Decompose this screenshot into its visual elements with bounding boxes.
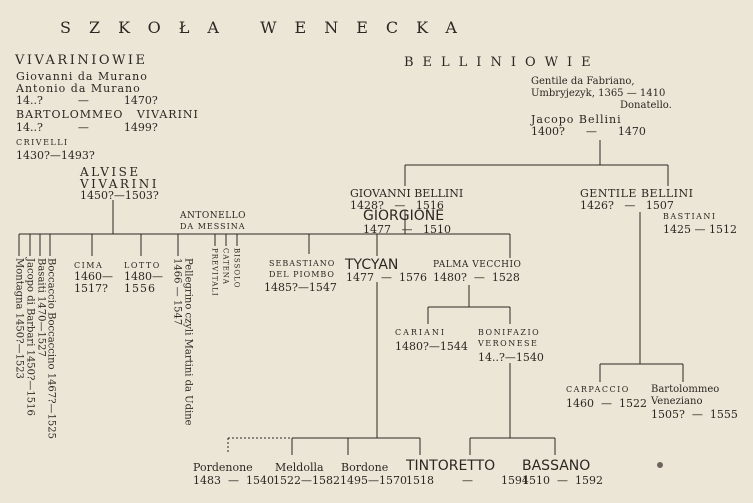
meldolla-dates: 1522—1582	[273, 474, 340, 487]
bordone-dates: 1495—1570	[340, 474, 407, 487]
gentile-bellini-name: GENTILE BELLINI	[580, 187, 694, 200]
carpaccio-name: CARPACCIO	[566, 385, 630, 394]
alvise-line-2: VIVARINI	[80, 177, 159, 191]
alvise-line-1: ALVISE	[80, 165, 141, 179]
cariani-name: CARIANI	[395, 328, 447, 337]
palma-vecchio-name: PALMA VECCHIO	[433, 260, 522, 270]
cima-name: CIMA	[74, 261, 104, 270]
lotto-dates-2: 1556	[124, 282, 156, 295]
giovanni-bellini-name: GIOVANNI BELLINI	[350, 187, 464, 200]
pordenone-name: Pordenone	[193, 461, 253, 474]
vertical-catena: CATENA	[221, 248, 230, 285]
lotto-dates-1: 1480—	[124, 270, 163, 283]
gentile-bellini-dates: 1426? — 1507	[580, 199, 674, 212]
tycyan-name: TYCYAN	[345, 257, 399, 273]
pellegrino-dates: 1466 — 1547	[171, 258, 183, 326]
sebastiano-line-1: SEBASTIANO	[269, 259, 336, 268]
tintoretto-dates: 1518 — 1594	[406, 474, 529, 487]
vertical-boccaccino: Boccaccio Boccaccino 1467?—1525	[45, 258, 57, 439]
alvise-dates: 1450?—1503?	[80, 189, 159, 202]
vivarini-line-2: Antonio da Murano	[16, 82, 141, 95]
sebastiano-dates: 1485?—1547	[264, 281, 337, 294]
vertical-barbari: Jacopo di Barbari 1450?—1516	[24, 258, 36, 416]
cariani-dates: 1480?—1544	[395, 340, 468, 353]
pordenone-dates: 1483 — 1540	[193, 474, 274, 487]
bonifazio-line-2: VERONESE	[478, 339, 539, 348]
vivarini-line-3: 14..? — 1470?	[16, 94, 158, 107]
bonifazio-dates: 14..?—1540	[478, 351, 544, 364]
antonello-line-1: ANTONELLO	[180, 211, 247, 221]
palma-vecchio-dates: 1480? — 1528	[433, 271, 520, 284]
vivarini-heading: VIVARINIOWIE	[15, 53, 148, 68]
vertical-basaiti: Basaiti 1470—1527	[35, 258, 47, 357]
pellegrino-name: Pellegrino czyli Martini da Udine	[182, 258, 194, 426]
cima-dates-1: 1460—	[74, 270, 113, 283]
crivelli-dates: 1430?—1493?	[16, 149, 95, 162]
bellini-heading: BELLINIOWIE	[404, 55, 600, 70]
bassano-dates: 1510 — 1592	[522, 474, 603, 487]
page-title: SZKOŁA WENECKA	[60, 18, 475, 37]
giovanni-bellini-dates: 1428? — 1516	[350, 199, 444, 212]
jacopo-bellini-dates: 1400? — 1470	[531, 125, 646, 138]
vivarini-line-4: BARTOLOMMEO VIVARINI	[16, 108, 199, 121]
cima-dates-2: 1517?	[74, 282, 108, 295]
jacopo-bellini-name: Jacopo Bellini	[531, 113, 622, 126]
bastiani-dates: 1425 — 1512	[663, 223, 737, 236]
donatello: Donatello.	[620, 100, 672, 111]
bonifazio-line-1: BONIFAZIO	[478, 328, 541, 337]
bastiani-name: BASTIANI	[663, 212, 717, 221]
sebastiano-line-2: DEL PIOMBO	[269, 270, 335, 279]
lotto-name: LOTTO	[124, 261, 161, 270]
tycyan-dates: 1477 — 1576	[346, 271, 427, 284]
meldolla-name: Meldolla	[275, 461, 324, 474]
crivelli-name: CRIVELLI	[16, 138, 69, 147]
bordone-name: Bordone	[341, 461, 389, 474]
bartolommeo-veneziano-line-2: Veneziano	[651, 396, 703, 407]
gentile-fabriano-line-1: Gentile da Fabriano,	[531, 76, 635, 87]
antonello-line-2: DA MESSINA	[180, 222, 246, 231]
carpaccio-dates: 1460 — 1522	[566, 397, 647, 410]
giorgione-dates: 1477 — 1510	[363, 223, 451, 236]
bartolommeo-veneziano-line-1: Bartolommeo	[651, 384, 720, 395]
bartolommeo-veneziano-dates: 1505? — 1555	[651, 408, 738, 421]
gentile-fabriano-line-2: Umbryjezyk, 1365 — 1410	[531, 88, 666, 99]
vertical-previtali: PREVITALI	[210, 248, 219, 297]
vivarini-line-1: Giovanni da Murano	[16, 70, 148, 83]
bassano-name: BASSANO	[522, 458, 591, 474]
giorgione-name: GIORGIONE	[363, 208, 445, 224]
vertical-montagna: Montagna 1450?—1523	[13, 258, 25, 379]
vertical-bissolo: BISSOLO	[232, 248, 241, 289]
tintoretto-name: TINTORETTO	[406, 458, 496, 474]
vivarini-line-5: 14..? — 1499?	[16, 121, 158, 134]
